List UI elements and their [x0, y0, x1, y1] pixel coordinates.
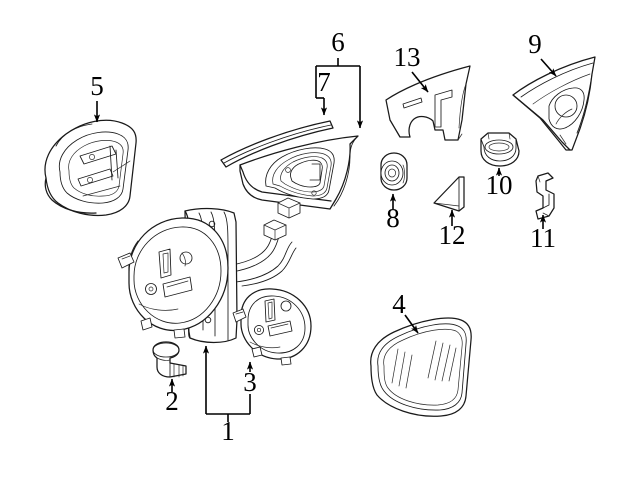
- part-7-weatherstrip-molding: [220, 120, 334, 168]
- callout-label-1: 1: [221, 416, 235, 446]
- callout-label-6: 6: [331, 27, 345, 57]
- part-11-retaining-clip: [535, 172, 555, 220]
- callout-11: 11: [530, 214, 556, 253]
- callout-8: 8: [386, 193, 400, 233]
- callout-label-11: 11: [530, 223, 556, 253]
- wiring-harness: [231, 197, 301, 287]
- callout-10: 10: [486, 167, 513, 200]
- part-4-mirror-glass: [370, 317, 472, 417]
- part-13-triangular-gasket: [385, 65, 471, 141]
- callout-label-12: 12: [439, 220, 466, 250]
- callout-5: 5: [90, 71, 104, 123]
- callout-12: 12: [439, 209, 466, 250]
- callout-4: 4: [392, 289, 419, 334]
- callout-3: 3: [243, 361, 257, 397]
- callout-label-2: 2: [165, 386, 179, 416]
- part-6-sail-panel-trim: [239, 135, 359, 210]
- callout-label-9: 9: [528, 29, 542, 59]
- callout-label-5: 5: [90, 71, 104, 101]
- part-10-oval-plug: [480, 132, 520, 167]
- part-3-mirror-backing-plate: [232, 288, 312, 366]
- callout-6-7-bracket: 6 7: [315, 27, 364, 129]
- callout-label-4: 4: [392, 289, 406, 319]
- part-9-inner-triangular-cover: [512, 56, 596, 151]
- part-2-mounting-screw: [152, 341, 187, 378]
- callout-2: 2: [165, 378, 179, 416]
- callout-9: 9: [528, 29, 557, 77]
- callout-label-8: 8: [386, 203, 400, 233]
- callout-label-3: 3: [243, 367, 257, 397]
- callout-label-7: 7: [317, 67, 331, 97]
- part-1-mirror-actuator-assembly: [117, 197, 301, 344]
- callout-1-bracket: 1: [202, 345, 251, 446]
- callout-label-10: 10: [486, 170, 513, 200]
- part-5-mirror-housing-cover: [44, 119, 137, 217]
- part-12-wedge-spacer: [433, 176, 465, 212]
- part-8-grommet-bushing: [380, 152, 408, 191]
- callout-label-13: 13: [394, 42, 421, 72]
- callout-13: 13: [394, 42, 429, 93]
